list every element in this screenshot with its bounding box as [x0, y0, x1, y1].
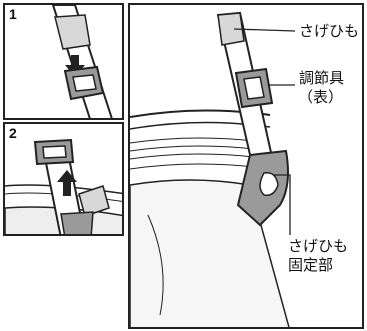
- down-arrow-icon: [65, 55, 85, 77]
- strap-label: さげひも: [299, 22, 360, 40]
- step-1-number: 1: [9, 6, 17, 22]
- step-1-illustration: [51, 5, 113, 118]
- adjuster-label: 調節具: [299, 69, 345, 87]
- up-arrow-icon: [57, 170, 77, 196]
- strap-end-dotted: [217, 12, 245, 46]
- fixing-leader: [274, 174, 291, 235]
- strap-end-dotted: [78, 185, 110, 217]
- step-1-panel: 1: [3, 3, 124, 120]
- adjuster-note-label: （表）: [298, 88, 344, 106]
- strap-leader: [233, 28, 296, 32]
- main-illustration: [130, 11, 296, 327]
- step-2-panel: 2: [3, 122, 124, 236]
- strap-end-dotted: [54, 14, 91, 50]
- main-panel: さげひも 調節具 （表） さげひも 固定部: [128, 3, 364, 329]
- strap-fixing-label-line1: さげひも: [288, 237, 349, 255]
- strap-fixing-label-line2: 固定部: [288, 256, 334, 274]
- step-2-illustration: [5, 138, 122, 234]
- step-2-number: 2: [9, 125, 17, 141]
